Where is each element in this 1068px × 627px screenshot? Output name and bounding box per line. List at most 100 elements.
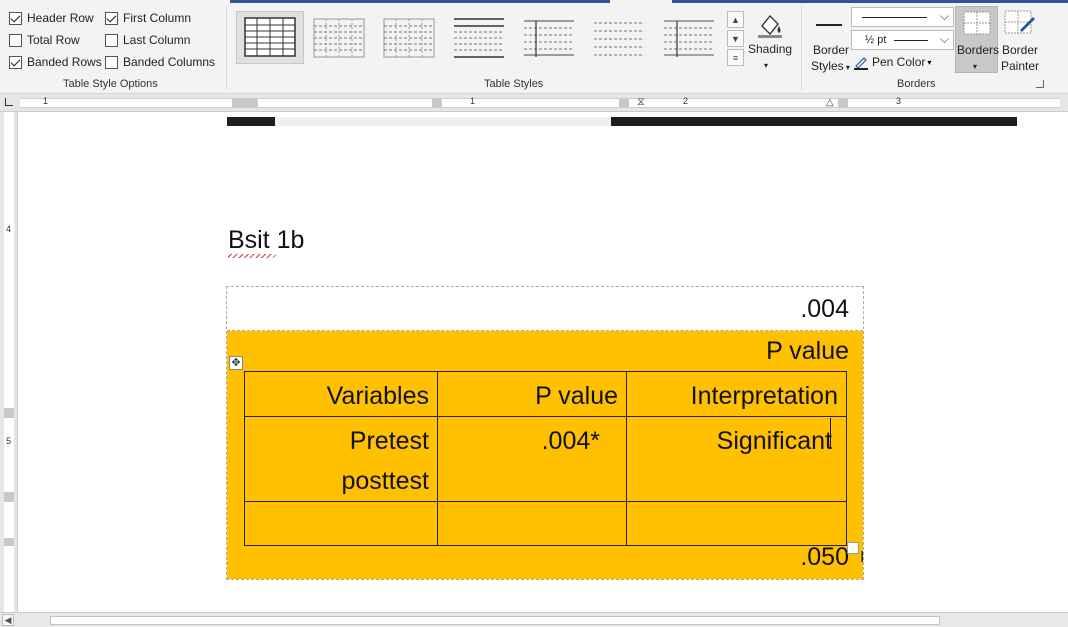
page-top-image-strip	[227, 117, 1017, 126]
document-heading[interactable]: Bsit 1b	[228, 226, 305, 258]
spelling-underline	[228, 254, 276, 258]
border-styles-button[interactable]: Border Styles ▾	[810, 8, 850, 74]
total-row-label: Total Row	[27, 33, 80, 47]
column-marker[interactable]	[619, 99, 629, 108]
table-resize-handle[interactable]	[847, 542, 859, 554]
borders-group-label: Borders	[897, 78, 936, 90]
table-row[interactable]	[244, 501, 847, 546]
gallery-more-button[interactable]: ≡	[727, 49, 744, 66]
banded-columns-label: Banded Columns	[123, 55, 216, 69]
indent-marker-icon[interactable]: ⧖	[637, 96, 645, 108]
horizontal-ruler[interactable]: ⧖ △ 1 1 2 3	[0, 94, 1068, 112]
outer-table-top-row[interactable]: .004	[227, 287, 863, 331]
border-line-icon	[816, 24, 842, 26]
ribbon-accent-line	[230, 0, 610, 3]
banded-rows-option[interactable]: Banded Rows	[9, 54, 102, 70]
cell-variable[interactable]: Pretest posttest	[244, 416, 438, 502]
chevron-down-icon: ▾	[843, 63, 850, 72]
cell-interpretation[interactable]: Significant	[626, 416, 847, 502]
variable-line-1: Pretest	[349, 427, 429, 455]
header-row-option[interactable]: Header Row	[9, 10, 94, 26]
scrollbar-thumb[interactable]	[50, 616, 940, 625]
gallery-scroll-down-button[interactable]: ▼	[727, 30, 744, 47]
table-style-grid-selected[interactable]	[236, 11, 304, 64]
line-weight-preview	[894, 40, 928, 41]
column-marker[interactable]	[838, 99, 848, 108]
header-row-label: Header Row	[27, 11, 94, 25]
ruler-number: 5	[6, 436, 12, 446]
border-styles-label: Border	[813, 43, 850, 57]
table-move-handle-icon[interactable]: ✥	[229, 356, 243, 370]
ruler-number: 1	[43, 96, 49, 106]
ruler-number: 3	[896, 96, 902, 106]
ibeam-pointer-icon: I	[860, 549, 865, 566]
line-style-dropdown[interactable]: ⌵	[851, 7, 954, 27]
cell-empty[interactable]	[437, 501, 627, 546]
line-style-preview	[862, 17, 927, 18]
ribbon: Header Row First Column Total Row Last C…	[0, 0, 1068, 94]
first-column-label: First Column	[123, 11, 192, 25]
ruler-margin-marker[interactable]	[232, 99, 258, 108]
chevron-down-icon: ▾	[927, 57, 932, 67]
line-weight-value: ½ pt	[865, 34, 887, 46]
vertical-ruler-track	[4, 112, 14, 612]
shading-button[interactable]: Shading ▾	[748, 8, 792, 72]
ruler-track	[20, 98, 1060, 108]
table-styles-group-label: Table Styles	[484, 78, 544, 90]
total-row-checkbox[interactable]	[9, 33, 22, 47]
row-marker[interactable]	[4, 408, 14, 418]
ruler-number: 4	[6, 224, 12, 234]
table-grid-icon	[244, 17, 296, 57]
border-painter-button[interactable]: Border Painter	[1000, 8, 1040, 74]
pen-color-button[interactable]: Pen Color ▾	[853, 54, 931, 70]
table-styles-gallery[interactable]	[306, 13, 726, 63]
cell-empty[interactable]	[626, 501, 847, 546]
table-row[interactable]: Pretest posttest .004* Significant	[244, 416, 847, 502]
border-styles-label-2: Styles	[811, 59, 844, 73]
row-marker[interactable]	[4, 538, 14, 546]
horizontal-scrollbar[interactable]: ◀	[0, 612, 1068, 627]
borders-button[interactable]: Borders ▾	[955, 6, 999, 73]
outer-bottom-value: .050	[800, 543, 849, 571]
total-row-option[interactable]: Total Row	[9, 32, 80, 48]
cell-p-value[interactable]: .004*	[437, 416, 627, 502]
last-column-option[interactable]: Last Column	[105, 32, 190, 48]
chevron-down-icon: ▾	[764, 61, 769, 70]
row-marker[interactable]	[4, 492, 14, 502]
group-divider	[226, 6, 227, 90]
header-cell-p-value[interactable]: P value	[437, 371, 627, 417]
pen-color-icon	[854, 57, 868, 70]
outer-top-value: .004	[800, 295, 849, 323]
heading-text: Bsit 1b	[228, 226, 305, 254]
gallery-scroll-up-button[interactable]: ▲	[727, 11, 744, 28]
last-column-checkbox[interactable]	[105, 33, 118, 47]
banded-rows-label: Banded Rows	[27, 55, 102, 69]
header-cell-variables[interactable]: Variables	[244, 371, 438, 417]
tab-selector-icon[interactable]	[5, 98, 13, 106]
table-header-row[interactable]: Variables P value Interpretation	[244, 371, 847, 417]
column-marker[interactable]	[432, 99, 442, 108]
banded-columns-option[interactable]: Banded Columns	[105, 54, 215, 70]
variable-line-2: posttest	[341, 467, 429, 495]
first-column-checkbox[interactable]	[105, 11, 118, 25]
line-weight-dropdown[interactable]: ½ pt ⌵	[851, 30, 954, 50]
banded-rows-checkbox[interactable]	[9, 55, 22, 69]
document-page[interactable]: Bsit 1b .004 P value Variables P value I…	[19, 112, 1068, 612]
ribbon-accent-line	[672, 0, 1068, 3]
first-column-option[interactable]: First Column	[105, 10, 191, 26]
scroll-left-icon[interactable]: ◀	[2, 614, 14, 626]
borders-dialog-launcher-icon[interactable]	[1036, 80, 1044, 88]
outer-table[interactable]: .004 P value Variables P value Interpret…	[226, 286, 864, 580]
chevron-down-icon: ▾	[973, 62, 978, 71]
header-cell-interpretation[interactable]: Interpretation	[626, 371, 847, 417]
outer-table-body[interactable]: P value Variables P value Interpretation…	[227, 331, 863, 579]
inner-table[interactable]: Variables P value Interpretation Pretest…	[244, 371, 847, 546]
cell-empty[interactable]	[244, 501, 438, 546]
outer-p-value-label: P value	[766, 337, 849, 365]
banded-columns-checkbox[interactable]	[105, 55, 118, 69]
right-indent-marker-icon[interactable]: △	[826, 97, 834, 108]
header-row-checkbox[interactable]	[9, 11, 22, 25]
border-painter-label-2: Painter	[1001, 59, 1040, 73]
vertical-ruler[interactable]: 4 5	[0, 112, 18, 612]
shading-label: Shading	[748, 42, 793, 56]
